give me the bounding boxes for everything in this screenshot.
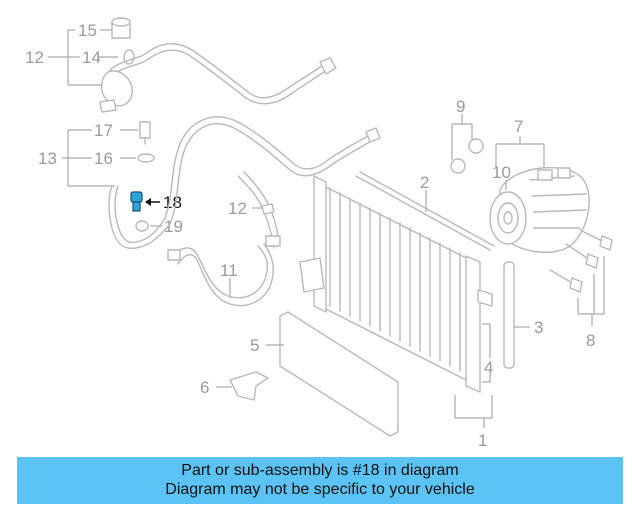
callout-13: 13 xyxy=(38,149,57,168)
callout-18: 18 xyxy=(163,193,182,212)
callout-group-9: 9 xyxy=(451,97,473,160)
callout-1: 1 xyxy=(478,431,487,450)
callout-16: 16 xyxy=(94,149,113,168)
callout-10: 10 xyxy=(492,163,511,182)
banner-line-1: Part or sub-assembly is #18 in diagram xyxy=(181,462,459,479)
compressor-part-7 xyxy=(489,166,590,253)
callout-7: 7 xyxy=(514,117,523,136)
ac-hose-upper xyxy=(99,43,337,113)
info-banner: Part or sub-assembly is #18 in diagram D… xyxy=(17,457,623,504)
callout-14: 14 xyxy=(82,48,101,67)
hose-part-11 xyxy=(167,243,274,307)
switch-part-17 xyxy=(139,121,151,145)
o-ring-part-16 xyxy=(137,153,155,163)
banner-line-2: Diagram may not be specific to your vehi… xyxy=(165,481,475,498)
callout-group-12-lower: 12 xyxy=(228,199,262,218)
bolts-part-8: 8 xyxy=(549,229,613,350)
callout-6: 6 xyxy=(200,378,209,397)
callout-4: 4 xyxy=(484,358,493,377)
callout-17: 17 xyxy=(94,121,113,140)
cap-part-9 xyxy=(450,138,484,174)
callout-group-12-top: 12 15 14 xyxy=(25,21,118,86)
callout-group-13: 13 17 16 19 xyxy=(38,121,183,236)
seal-strip-part-2: 2 xyxy=(355,171,495,251)
cap-part-15 xyxy=(111,17,131,39)
callout-3: 3 xyxy=(534,318,543,337)
callout-group-4: 4 xyxy=(482,323,493,383)
callout-group-10: 10 xyxy=(492,163,511,190)
callout-11: 11 xyxy=(220,261,238,280)
callout-5: 5 xyxy=(250,336,259,355)
callout-group-11: 11 xyxy=(220,261,238,298)
callout-9: 9 xyxy=(456,97,465,116)
callout-15: 15 xyxy=(78,21,97,40)
callout-12-top: 12 xyxy=(25,48,44,67)
hose-part-12-lower xyxy=(237,171,281,249)
bracket-part-6: 6 xyxy=(200,371,269,401)
o-ring-part-14 xyxy=(123,49,135,65)
o-ring-part-19 xyxy=(135,220,149,232)
ac-line-middle xyxy=(108,116,381,250)
callout-12-lower: 12 xyxy=(228,199,247,218)
callout-group-1: 1 xyxy=(454,395,493,450)
callout-2: 2 xyxy=(420,173,429,192)
drier-part-3: 3 xyxy=(503,261,543,369)
callout-8: 8 xyxy=(586,331,595,350)
panel-part-5: 5 xyxy=(250,311,399,437)
condenser-part-1 xyxy=(299,175,493,393)
callout-19: 19 xyxy=(164,217,183,236)
